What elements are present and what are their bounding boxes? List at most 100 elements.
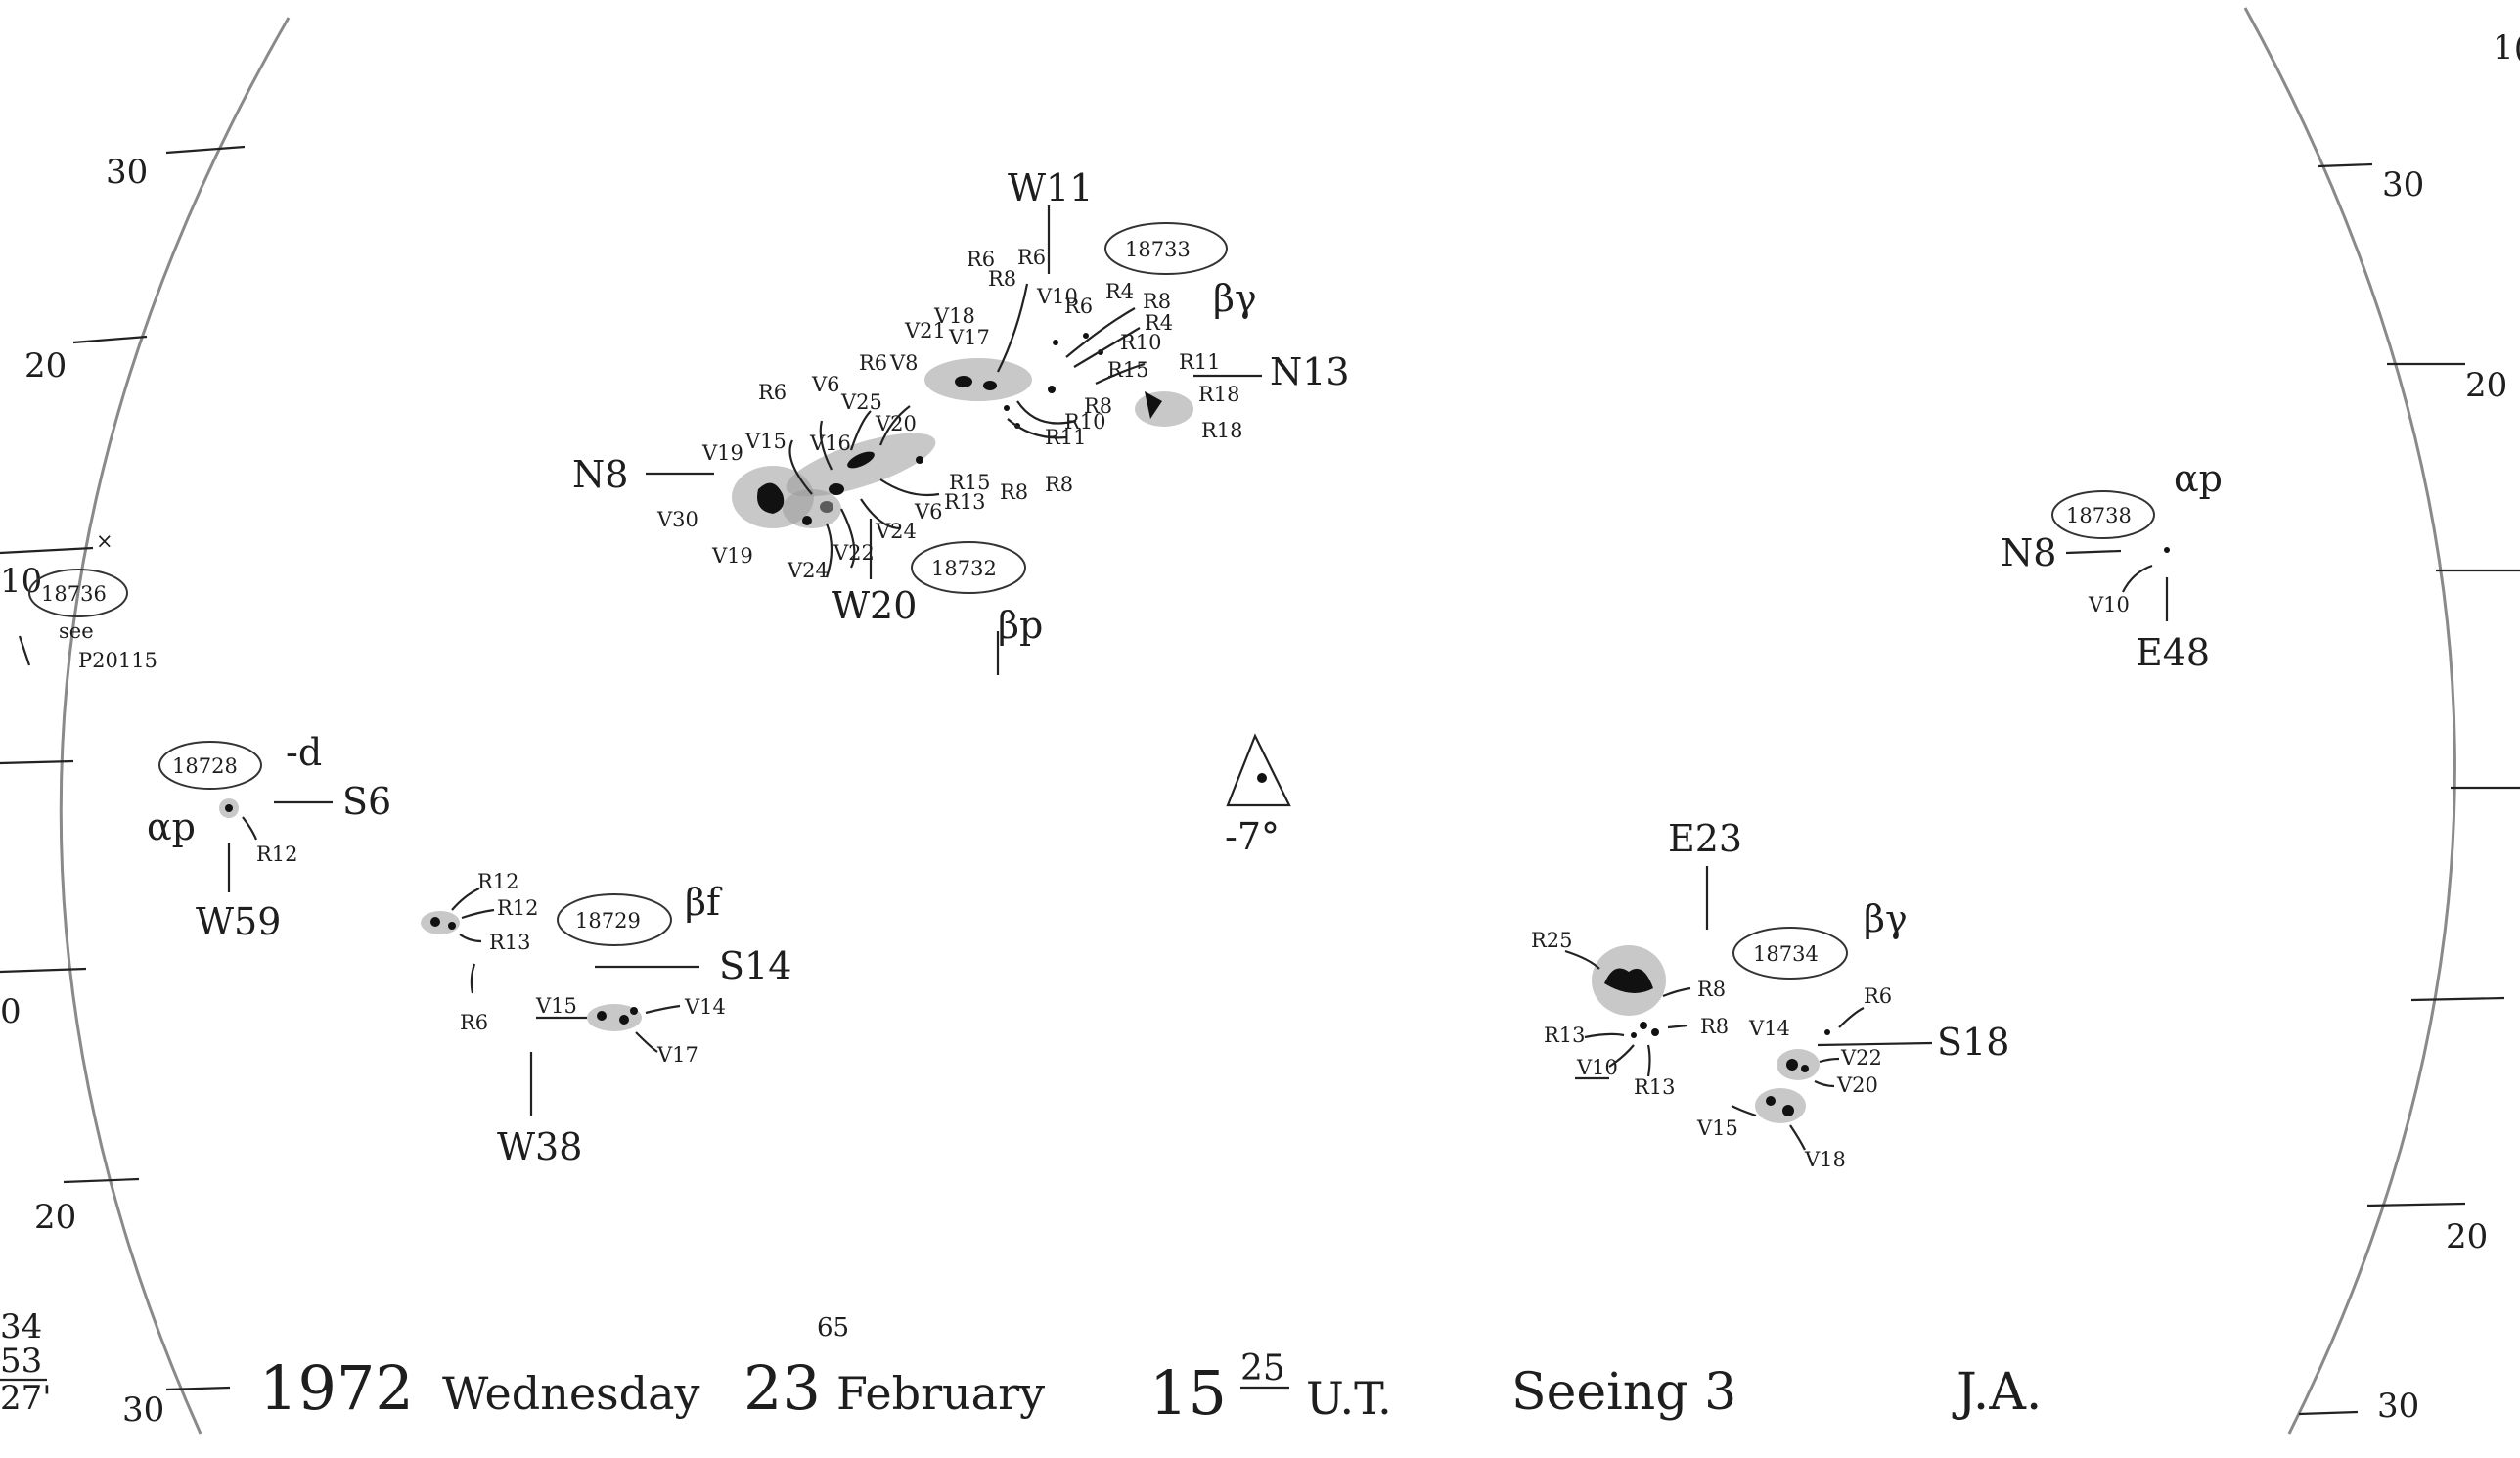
footer-initials: J.A. — [1952, 1363, 2042, 1422]
svg-text:R6: R6 — [460, 1011, 488, 1034]
svg-text:R13: R13 — [1544, 1024, 1586, 1047]
region-18738-bottom-label: E48 — [2136, 631, 2210, 674]
svg-text:R8: R8 — [1697, 978, 1726, 1001]
svg-text:R10: R10 — [1064, 410, 1106, 433]
region-18738-left-label: N8 — [2001, 531, 2056, 574]
svg-text:V24: V24 — [787, 559, 829, 582]
region-18733: W11 18733 βγ N13 R6 R8 R6 V10 R6 R4 R8 R… — [904, 166, 1350, 496]
svg-text:V15: V15 — [1696, 1116, 1738, 1140]
region-oval-18732 — [911, 541, 1026, 594]
svg-text:V18: V18 — [1804, 1148, 1846, 1171]
footer-day-superscript: 65 — [817, 1313, 849, 1343]
svg-text:V6: V6 — [914, 500, 943, 524]
region-18734-right-label: S18 — [1937, 1021, 2009, 1064]
region-18728-bottom-label: W59 — [196, 900, 281, 943]
svg-text:V30: V30 — [656, 508, 698, 531]
svg-text:V22: V22 — [832, 541, 875, 565]
region-oval-18734 — [1732, 927, 1848, 980]
svg-text:R4: R4 — [1105, 280, 1134, 303]
region-class-18734: βγ — [1864, 897, 1908, 940]
region-18738: 18738 αp N8 V10 E48 — [2001, 457, 2223, 674]
right-corner-mark: 1( — [2493, 28, 2520, 68]
region-class-18733: βγ — [1213, 277, 1257, 320]
svg-text:V10: V10 — [1036, 285, 1078, 308]
left-tick-20: 20 — [24, 346, 67, 386]
svg-text:R4: R4 — [1145, 311, 1173, 335]
left-tick-0: 0 — [0, 992, 22, 1031]
svg-text:V16: V16 — [809, 432, 851, 455]
footer-year: 1972 — [259, 1352, 414, 1424]
right-tick-30b: 30 — [2377, 1387, 2419, 1426]
orientation-marker: -7° — [1225, 733, 1291, 858]
svg-text:V8: V8 — [889, 351, 919, 375]
region-number-18732: 18732 — [931, 557, 997, 580]
footer-hour: 15 — [1149, 1357, 1227, 1429]
left-notes: × 18736 see P20115 34 53 27' — [0, 529, 158, 1418]
region-number-18729: 18729 — [575, 909, 641, 933]
left-tick-30: 30 — [106, 153, 148, 192]
svg-text:R8: R8 — [1700, 1015, 1729, 1038]
svg-text:R8: R8 — [1084, 394, 1112, 418]
region-18729-bottom-label: W38 — [497, 1125, 582, 1168]
svg-text:R25: R25 — [1531, 929, 1573, 952]
region-18728-right-label: S6 — [342, 780, 391, 823]
right-tick-20b: 20 — [2446, 1217, 2488, 1256]
right-latitude-scale: 30 20 20 30 1( — [2298, 28, 2520, 1426]
left-tick-30b: 30 — [122, 1390, 164, 1430]
region-oval-18738 — [2051, 490, 2155, 539]
region-class-18732: βp — [998, 604, 1043, 647]
region-18729: R12 R12 R13 R6 18729 βf S14 V15 V14 V17 … — [421, 870, 791, 1168]
footer-ut: U.T. — [1306, 1372, 1392, 1425]
svg-text:V14: V14 — [1748, 1017, 1790, 1040]
disc-limb-left — [59, 17, 291, 1435]
svg-text:V20: V20 — [875, 412, 917, 435]
region-18729-right-label: S14 — [719, 944, 791, 987]
svg-text:R8: R8 — [1143, 290, 1171, 313]
svg-text:V17: V17 — [656, 1043, 698, 1067]
footer-weekday: Wednesday — [442, 1367, 700, 1420]
svg-text:R6: R6 — [859, 351, 887, 375]
region-number-18728: 18728 — [172, 754, 238, 778]
svg-text:V20: V20 — [1836, 1073, 1878, 1097]
footer-seeing: Seeing 3 — [1511, 1363, 1736, 1422]
region-oval-18736 — [28, 569, 128, 617]
region-class-18728: αp — [147, 805, 196, 848]
region-18732-sublabels: R6 V6 R6 V8 V25 V20 V19 V15 V16 V30 V19 … — [656, 351, 1028, 582]
footer-day: 23 — [743, 1352, 821, 1424]
region-oval-18728 — [158, 741, 262, 790]
region-18734: E23 18734 βγ R25 R8 R8 R13 V10 R13 V14 R… — [1531, 817, 2009, 1171]
svg-text:R6: R6 — [1064, 295, 1093, 318]
svg-text:V15: V15 — [535, 994, 577, 1018]
svg-text:R12: R12 — [477, 870, 519, 893]
region-class-18738: αp — [2174, 457, 2223, 500]
svg-text:R13: R13 — [944, 490, 986, 514]
svg-text:V25: V25 — [840, 390, 882, 414]
svg-text:R12: R12 — [256, 843, 298, 866]
region-number-18733: 18733 — [1125, 238, 1191, 261]
region-number-18736: 18736 — [41, 582, 107, 606]
svg-text:R18: R18 — [1198, 383, 1240, 406]
region-oval-18729 — [557, 893, 672, 946]
region-18732-left-label: N8 — [572, 453, 628, 496]
svg-text:R15: R15 — [949, 471, 991, 494]
svg-text:V6: V6 — [811, 373, 840, 396]
region-18734-top-label: E23 — [1668, 817, 1742, 860]
region-18733-sublabels: R6 R8 R6 V10 R6 R4 R8 R4 R10 V21 V18 V17… — [904, 246, 1243, 496]
svg-text:R15: R15 — [1107, 358, 1149, 382]
svg-text:R11: R11 — [1179, 350, 1221, 374]
page-reference: P20115 — [78, 649, 158, 672]
disc-limb-right — [2243, 7, 2456, 1435]
svg-text:R6: R6 — [1864, 984, 1892, 1008]
right-tick-20: 20 — [2465, 366, 2507, 405]
corner-stack-1: 34 — [0, 1307, 42, 1346]
svg-text:V22: V22 — [1840, 1046, 1882, 1070]
svg-text:R12: R12 — [497, 896, 539, 920]
svg-text:V10: V10 — [2088, 593, 2130, 616]
footer-minute: 25 — [1240, 1348, 1285, 1389]
svg-text:R18: R18 — [1201, 419, 1243, 442]
svg-text:R6: R6 — [967, 248, 995, 271]
region-number-18738: 18738 — [2066, 504, 2132, 527]
svg-text:R10: R10 — [1120, 331, 1162, 354]
region-18733-top-label: W11 — [1008, 166, 1093, 209]
